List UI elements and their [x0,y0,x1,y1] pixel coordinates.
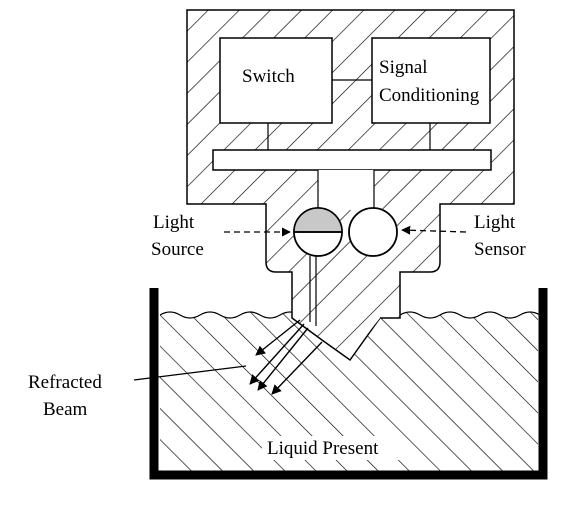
light-sensor-leader [401,225,467,235]
light-source-emitter-half [293,207,343,233]
light-sensor-diode [348,207,398,257]
refracted-beams [249,319,323,395]
refracted-beam-label-line1: Refracted [28,372,102,393]
prism-tip [300,252,380,356]
container-wall [149,288,548,480]
refracted-beam-leader [133,365,247,381]
light-source-label-line1: Light [153,212,195,233]
switch-box [219,37,333,124]
sensor-housing [186,9,515,362]
light-source-label-line2: Source [151,239,204,260]
light-sensor-label-line2: Sensor [474,239,526,260]
lead-channel [318,170,374,210]
signal-label-line2: Conditioning [379,85,480,106]
refracted-beam-label-line2: Beam [43,399,88,420]
circuit-board [212,149,492,171]
liquid-body [160,312,540,472]
signal-label-line1: Signal [379,57,428,78]
liquid-present-label: Liquid Present [267,438,379,459]
light-source-led [293,207,343,257]
switch-label: Switch [242,66,295,87]
light-sensor-label-line1: Light [474,212,516,233]
signal-conditioning-box [371,37,491,124]
liquid-label-bg [262,436,402,460]
